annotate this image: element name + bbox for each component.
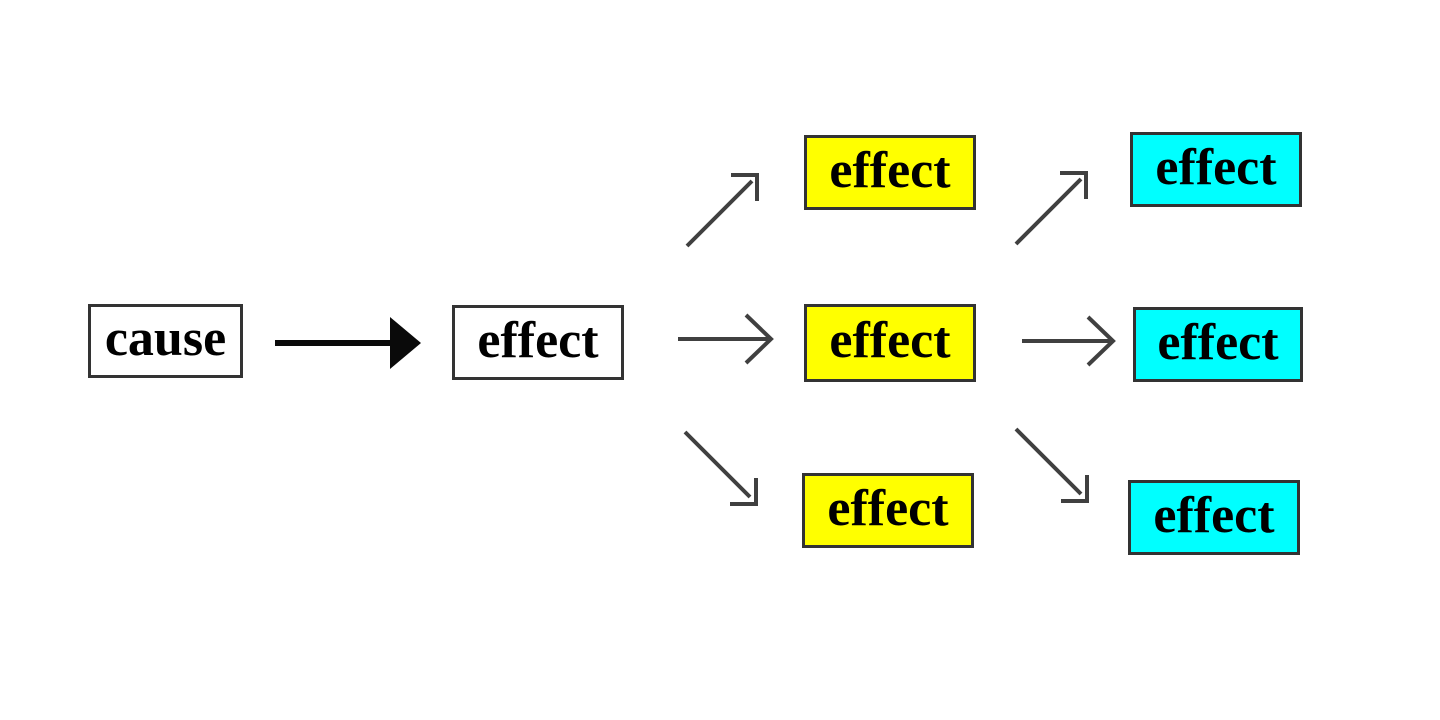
arrow-effect-to-yellow-bottom-icon bbox=[683, 430, 758, 506]
node-effect-cyan-top: effect bbox=[1130, 132, 1302, 207]
node-effect-yellow-mid: effect bbox=[804, 304, 976, 382]
node-effect-main: effect bbox=[452, 305, 624, 380]
node-effect-cyan-mid: effect bbox=[1133, 307, 1303, 382]
node-effect-cyan-bottom: effect bbox=[1128, 480, 1300, 555]
node-effect-yellow-top-label: effect bbox=[829, 141, 951, 199]
node-effect-cyan-mid-label: effect bbox=[1157, 313, 1279, 371]
arrow-effect-to-yellow-mid-icon bbox=[678, 313, 774, 365]
arrow-cause-to-effect-icon bbox=[275, 317, 421, 369]
arrow-yellow-top-to-cyan-top-icon bbox=[1014, 171, 1088, 246]
node-effect-cyan-bottom-label: effect bbox=[1153, 486, 1275, 544]
arrow-effect-to-yellow-top-icon bbox=[685, 173, 759, 248]
node-effect-cyan-top-label: effect bbox=[1155, 138, 1277, 196]
node-cause: cause bbox=[88, 304, 243, 378]
node-effect-yellow-top: effect bbox=[804, 135, 976, 210]
node-effect-yellow-mid-label: effect bbox=[829, 312, 951, 369]
arrow-yellow-bottom-to-cyan-bottom-icon bbox=[1014, 427, 1089, 503]
node-effect-main-label: effect bbox=[477, 311, 599, 369]
node-effect-yellow-bottom-label: effect bbox=[827, 479, 949, 537]
node-effect-yellow-bottom: effect bbox=[802, 473, 974, 548]
node-cause-label: cause bbox=[104, 310, 227, 367]
arrow-yellow-mid-to-cyan-mid-icon bbox=[1022, 315, 1116, 367]
